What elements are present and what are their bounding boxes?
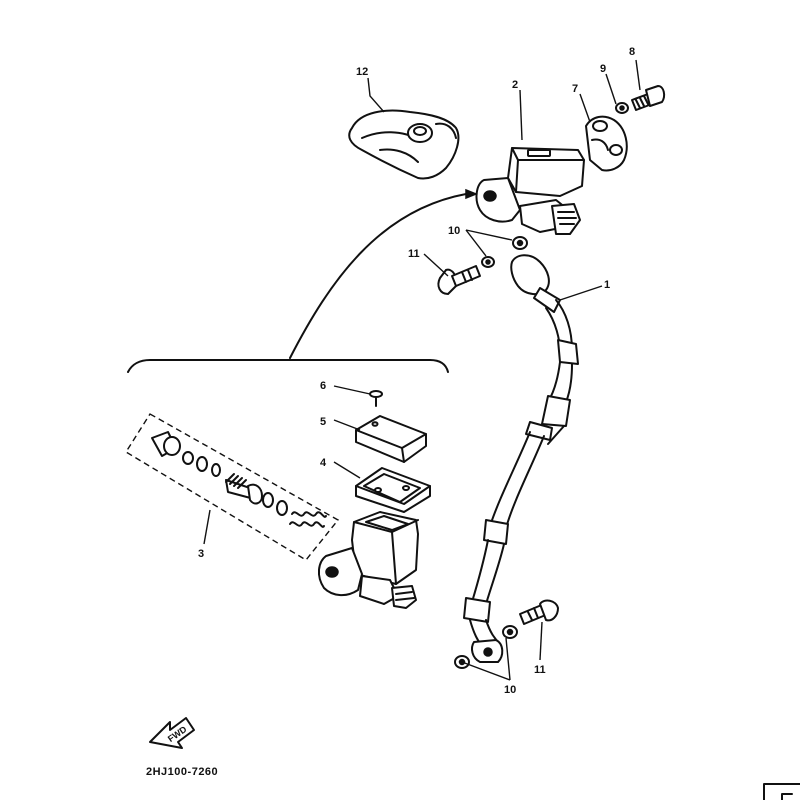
fwd-arrow-icon: FWD (149, 717, 195, 749)
callout-1: 1 (604, 279, 610, 291)
callout-7: 7 (572, 83, 578, 95)
callout-2: 2 (512, 79, 518, 91)
part-9-washer (615, 102, 629, 114)
callout-10-bottom: 10 (504, 684, 516, 696)
part-12-lever-boot (348, 109, 460, 180)
part-8-bolt (631, 85, 666, 111)
assembly-bracket (127, 188, 479, 373)
callout-3: 3 (198, 548, 204, 560)
callout-10-top: 10 (448, 225, 460, 237)
drawing-code: 2HJ100-7260 (146, 766, 218, 778)
part-10-washers-top (481, 236, 528, 268)
frame-corner (763, 783, 800, 800)
callout-5: 5 (320, 416, 326, 428)
leader-lines (203, 59, 641, 681)
callout-4: 4 (320, 457, 327, 469)
part-5-reservoir-cap (355, 415, 427, 463)
part-1-brake-hose (463, 254, 579, 663)
part-3-piston-kit (125, 413, 340, 561)
part-4-diaphragm-plate (355, 467, 431, 513)
part-11-union-bolt-top (437, 265, 481, 295)
part-11-union-bolt-bottom (519, 599, 559, 625)
callout-6: 6 (320, 380, 326, 392)
master-cylinder-body-exploded (318, 511, 419, 609)
part-7-holder-clamp (585, 115, 628, 172)
part-2-master-cylinder (475, 147, 585, 235)
callout-11-top: 11 (408, 248, 420, 260)
callout-8: 8 (629, 46, 635, 58)
callout-11-bottom: 11 (534, 664, 546, 676)
part-6-screw (369, 390, 383, 407)
callout-12: 12 (356, 66, 368, 78)
callout-9: 9 (600, 63, 606, 75)
